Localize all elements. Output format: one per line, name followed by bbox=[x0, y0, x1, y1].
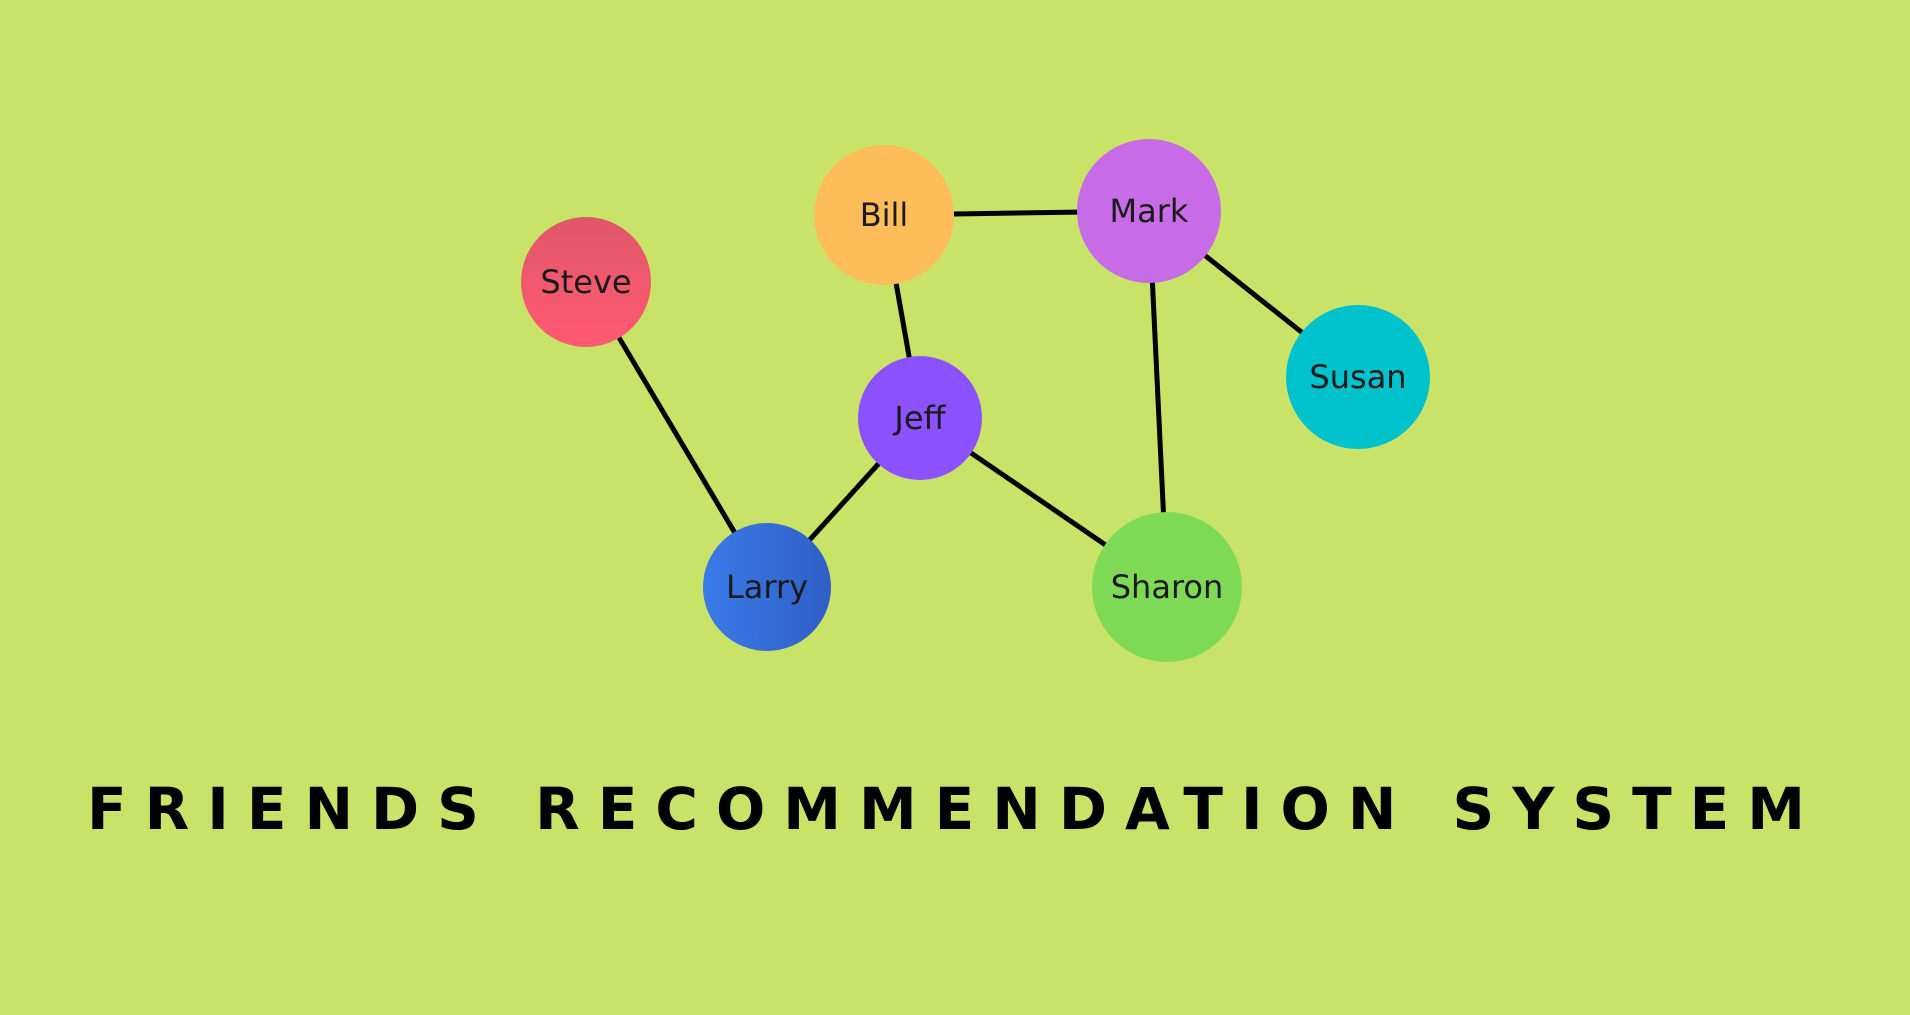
node-circle-sharon bbox=[1092, 512, 1242, 662]
edge-jeff-sharon bbox=[968, 450, 1108, 548]
edge-mark-susan bbox=[1202, 253, 1305, 335]
edges-layer bbox=[616, 209, 1305, 548]
edge-jeff-larry bbox=[807, 461, 881, 543]
edge-steve-larry bbox=[616, 335, 737, 535]
edge-bill-jeff bbox=[893, 281, 912, 360]
node-circle-mark bbox=[1077, 139, 1221, 283]
node-label-sharon: Sharon bbox=[1111, 568, 1224, 606]
node-sharon: Sharon bbox=[1092, 512, 1242, 662]
node-circle-jeff bbox=[858, 356, 982, 480]
node-circle-larry bbox=[703, 523, 831, 651]
node-bill: Bill bbox=[814, 145, 954, 285]
node-label-mark: Mark bbox=[1110, 192, 1189, 230]
node-label-susan: Susan bbox=[1309, 358, 1406, 396]
node-susan: Susan bbox=[1286, 305, 1430, 449]
node-circle-susan bbox=[1286, 305, 1430, 449]
node-label-bill: Bill bbox=[860, 196, 909, 234]
node-label-steve: Steve bbox=[540, 263, 631, 301]
node-circle-steve bbox=[521, 217, 651, 347]
node-jeff: Jeff bbox=[858, 356, 982, 480]
node-larry: Larry bbox=[703, 523, 831, 651]
edge-bill-mark bbox=[951, 209, 1080, 217]
page-title: FRIENDS RECOMMENDATION SYSTEM bbox=[86, 775, 1824, 843]
node-circle-bill bbox=[814, 145, 954, 285]
node-label-larry: Larry bbox=[726, 568, 808, 606]
edge-mark-sharon bbox=[1149, 280, 1166, 515]
node-mark: Mark bbox=[1077, 139, 1221, 283]
node-label-jeff: Jeff bbox=[892, 399, 946, 437]
node-steve: Steve bbox=[521, 217, 651, 347]
